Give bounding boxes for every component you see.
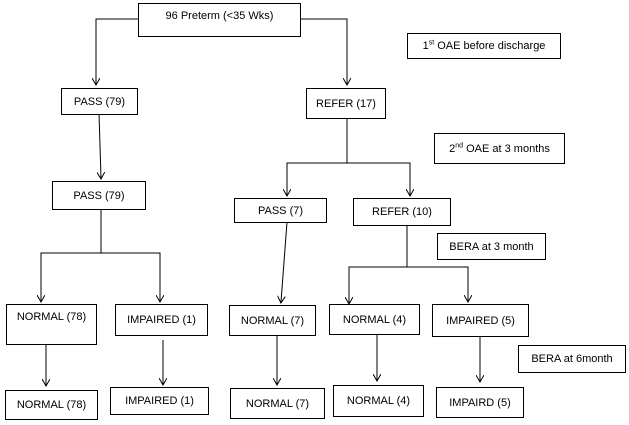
root-node: 96 Preterm (<35 Wks) (138, 3, 301, 37)
node-normal-78-final: NORMAL (78) (5, 390, 98, 420)
arrow-pass79-to-impaired1 (101, 252, 160, 301)
arrow-refer10-to-normal4 (349, 266, 407, 303)
node-normal-4-final: NORMAL (4) (333, 385, 424, 417)
node-label: PASS (79) (73, 95, 126, 108)
node-label: NORMAL (78) (16, 311, 87, 323)
node-refer-17: REFER (17) (306, 88, 386, 119)
node-normal-7-final: NORMAL (7) (230, 388, 325, 419)
bera6-note: BERA at 6month (518, 345, 626, 373)
arrow-refer17-to-pass7 (287, 162, 347, 195)
node-label: IMPAIRED (1) (125, 395, 194, 407)
node-impaired-1-final: IMPAIRED (1) (110, 387, 209, 415)
oae2-note-text: 2nd OAE at 3 months (449, 141, 550, 155)
bera3-note-text: BERA at 3 month (449, 240, 534, 253)
node-pass-79-second: PASS (79) (52, 181, 146, 210)
node-label: NORMAL (4) (346, 395, 411, 407)
node-impaired-5: IMPAIRED (5) (432, 304, 529, 337)
arrow-refer17-to-refer10 (347, 162, 410, 195)
node-label: REFER (10) (372, 206, 432, 218)
node-label: REFER (17) (316, 97, 376, 110)
node-label: IMPAIRED (1) (127, 314, 196, 326)
bera3-note: BERA at 3 month (437, 233, 546, 260)
node-normal-7: NORMAL (7) (229, 305, 316, 336)
arrow-root-to-pass (96, 18, 138, 84)
arrow-pass7-to-normal7 (281, 221, 288, 302)
node-normal-4: NORMAL (4) (329, 304, 420, 335)
node-refer-10: REFER (10) (353, 198, 451, 226)
bera6-note-text: BERA at 6month (531, 353, 613, 365)
arrow-root-to-refer (301, 18, 347, 84)
node-pass-79-first: PASS (79) (61, 88, 138, 115)
node-label: NORMAL (7) (245, 397, 310, 410)
node-label: NORMAL (78) (16, 399, 87, 411)
node-label: NORMAL (7) (240, 314, 305, 327)
node-normal-78: NORMAL (78) (6, 304, 97, 345)
node-label: PASS (79) (73, 189, 125, 202)
oae1-note: 1st OAE before discharge (407, 33, 561, 59)
arrow-refer10-to-impaired5 (407, 266, 468, 301)
oae1-note-text: 1st OAE before discharge (422, 39, 546, 52)
node-label: IMPAIRD (5) (449, 396, 511, 409)
node-label: PASS (7) (257, 204, 304, 217)
node-label: NORMAL (4) (342, 313, 407, 326)
arrow-pass79-to-normal78 (41, 252, 101, 301)
root-label: 96 Preterm (<35 Wks) (165, 10, 274, 22)
node-impaird-5-final: IMPAIRD (5) (436, 387, 524, 418)
node-label: IMPAIRED (5) (446, 314, 515, 327)
node-impaired-1: IMPAIRED (1) (115, 304, 208, 336)
arrow-pass-to-pass (99, 112, 101, 178)
oae2-note: 2nd OAE at 3 months (434, 133, 565, 164)
node-pass-7: PASS (7) (234, 198, 327, 223)
